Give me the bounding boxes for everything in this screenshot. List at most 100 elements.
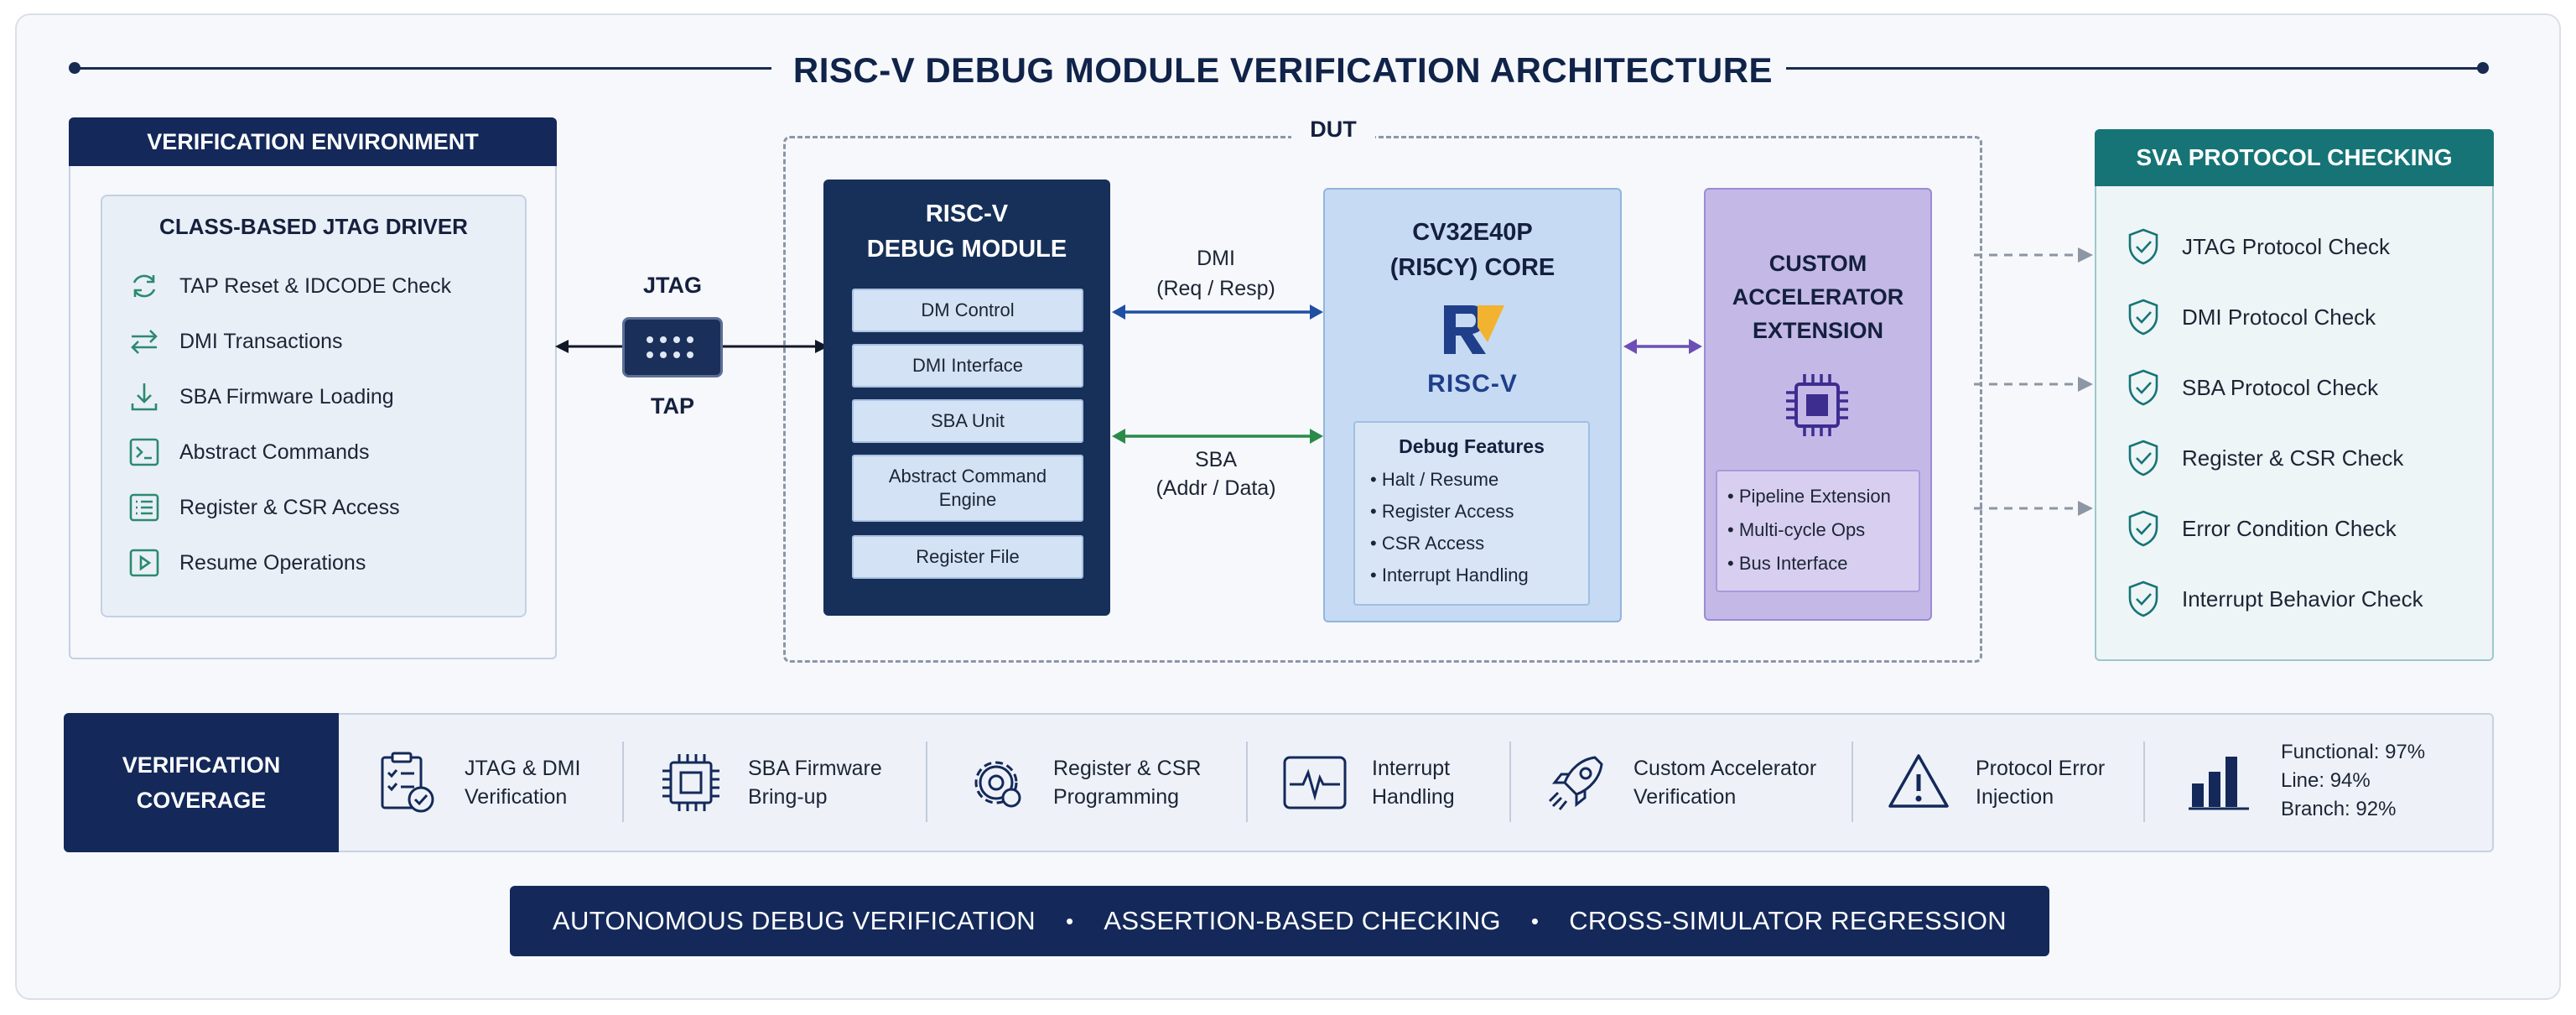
- footer-separator: •: [1065, 908, 1074, 934]
- shield-check-icon: [2125, 438, 2162, 478]
- shield-check-icon: [2125, 508, 2162, 549]
- debug-feature-label: Register Access: [1381, 501, 1514, 522]
- coverage-item-line1: JTAG & DMI: [465, 757, 581, 780]
- download-icon: [126, 378, 163, 415]
- sva-check-item: SBA Protocol Check: [2125, 366, 2378, 409]
- title-line-right-dot: [2477, 62, 2489, 74]
- accelerator-feature-label: Pipeline Extension: [1738, 486, 1891, 507]
- sva-check-label: JTAG Protocol Check: [2182, 233, 2391, 259]
- jtag-driver-panel: [101, 195, 527, 617]
- functional-coverage-metric: Functional: 97%: [2281, 741, 2426, 763]
- dm-control-block: DM Control: [852, 289, 1083, 332]
- coverage-item-line1: Interrupt: [1372, 757, 1451, 780]
- jtag-driver-title: CLASS-BASED JTAG DRIVER: [159, 213, 468, 239]
- accelerator-feature-item: • Pipeline Extension: [1727, 486, 1891, 507]
- sva-check-label: Interrupt Behavior Check: [2182, 586, 2423, 612]
- dmi-interface-block: DMI Interface: [852, 344, 1083, 388]
- tap-connector-icon: [622, 317, 723, 377]
- processor-chip-icon: [1779, 367, 1855, 443]
- coverage-item-line1: SBA Firmware: [748, 757, 882, 780]
- abstract-command-engine-block: Abstract Command Engine: [852, 455, 1083, 522]
- footer-item: CROSS-SIMULATOR REGRESSION: [1569, 906, 2007, 935]
- driver-item-label: Abstract Commands: [179, 440, 370, 464]
- debug-feature-item: • Register Access: [1370, 501, 1514, 522]
- driver-item: SBA Firmware Loading: [126, 376, 394, 418]
- driver-item: DMI Transactions: [126, 320, 343, 362]
- verification-coverage-panel: [64, 713, 2494, 852]
- diagram-title: RISC-V DEBUG MODULE VERIFICATION ARCHITE…: [792, 50, 1774, 90]
- debug-feature-item: • CSR Access: [1370, 533, 1485, 554]
- dmi-link-arrow: [1112, 304, 1323, 320]
- coverage-item-line1: Protocol Error: [1976, 757, 2106, 780]
- dut-boundary: [783, 136, 1982, 663]
- dut-label: DUT: [1291, 112, 1375, 146]
- sva-check-label: Register & CSR Check: [2182, 445, 2404, 471]
- footer-separator: •: [1530, 908, 1540, 934]
- coverage-item-line2: Bring-up: [748, 785, 828, 809]
- debug-feature-label: Interrupt Handling: [1381, 565, 1529, 586]
- coverage-separator: [2143, 742, 2145, 822]
- branch-coverage-metric: Branch: 92%: [2281, 798, 2397, 820]
- sba-link-arrow: [1112, 429, 1323, 444]
- coverage-item-text: JTAG & DMI Verification: [465, 754, 580, 811]
- debug-module-title-line1: RISC-V: [925, 200, 1009, 227]
- driver-item-label: TAP Reset & IDCODE Check: [179, 273, 452, 298]
- accelerator-title-line2: ACCELERATOR: [1732, 284, 1904, 310]
- risc-v-logo-text: RISC-V: [1427, 370, 1518, 398]
- coverage-header-line2: COVERAGE: [136, 788, 267, 813]
- sva-protocol-panel: [2095, 129, 2494, 661]
- accelerator-feature-item: • Multi-cycle Ops: [1727, 519, 1866, 540]
- accelerator-title-line3: EXTENSION: [1752, 318, 1884, 343]
- coverage-separator: [1509, 742, 1511, 822]
- accelerator-title: CUSTOM ACCELERATOR EXTENSION: [1704, 247, 1932, 356]
- core-title-line1: CV32E40P: [1412, 219, 1533, 246]
- sva-protocol-header: SVA PROTOCOL CHECKING: [2095, 129, 2494, 186]
- coverage-header-line1: VERIFICATION: [122, 752, 281, 778]
- sva-check-item: JTAG Protocol Check: [2125, 225, 2390, 268]
- debug-features-title: Debug Features: [1399, 435, 1545, 457]
- driver-item-label: SBA Firmware Loading: [179, 384, 394, 409]
- core-title: CV32E40P (RI5CY) CORE: [1323, 215, 1622, 290]
- coverage-item-line2: Handling: [1372, 785, 1455, 809]
- driver-item: Register & CSR Access: [126, 487, 400, 528]
- jtag-label: JTAG: [642, 272, 702, 298]
- accelerator-feature-item: • Bus Interface: [1727, 553, 1848, 574]
- verification-environment-header: VERIFICATION ENVIRONMENT: [69, 117, 557, 166]
- sva-check-item: Register & CSR Check: [2125, 436, 2403, 480]
- sva-check-label: DMI Protocol Check: [2182, 304, 2376, 330]
- sba-link-sublabel: (Addr / Data): [1156, 476, 1276, 500]
- gear-icon: [963, 749, 1030, 816]
- core-title-line2: (RI5CY) CORE: [1389, 254, 1555, 281]
- debug-feature-label: CSR Access: [1381, 533, 1485, 554]
- bar-chart-icon: [2187, 747, 2254, 814]
- shield-check-icon: [2125, 579, 2162, 619]
- sva-check-item: DMI Protocol Check: [2125, 295, 2376, 339]
- register-file-block: Register File: [852, 535, 1083, 579]
- title-line-right: [1786, 67, 2482, 70]
- dmi-link-sublabel: (Req / Resp): [1156, 276, 1275, 300]
- debug-features-panel: [1353, 421, 1590, 606]
- shield-check-icon: [2125, 367, 2162, 408]
- terminal-icon: [126, 434, 163, 471]
- checklist-icon: [374, 749, 441, 816]
- coverage-item-line2: Verification: [465, 785, 568, 809]
- debug-feature-label: Halt / Resume: [1381, 469, 1499, 490]
- coverage-separator: [1852, 742, 1853, 822]
- debug-feature-item: • Interrupt Handling: [1370, 565, 1529, 586]
- sba-link-label: SBA: [1194, 447, 1238, 471]
- shield-check-icon: [2125, 297, 2162, 337]
- driver-item-label: DMI Transactions: [179, 329, 343, 353]
- driver-item: Abstract Commands: [126, 431, 369, 473]
- coverage-separator: [622, 742, 624, 822]
- sva-check-item: Error Condition Check: [2125, 507, 2397, 550]
- waveform-icon: [1281, 749, 1348, 816]
- accelerator-feature-label: Bus Interface: [1738, 553, 1848, 574]
- coverage-item-line2: Injection: [1976, 785, 2054, 809]
- debug-module-title-line2: DEBUG MODULE: [866, 236, 1067, 263]
- footer-item: ASSERTION-BASED CHECKING: [1104, 906, 1501, 935]
